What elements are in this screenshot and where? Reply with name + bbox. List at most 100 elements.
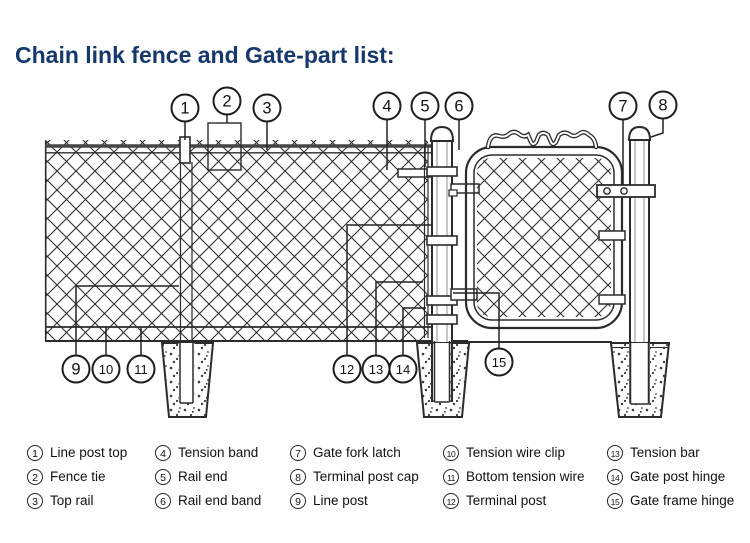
tension-band bbox=[426, 235, 458, 246]
callout-number-6: 6 bbox=[454, 98, 463, 116]
terminal-post-cap bbox=[429, 125, 455, 142]
legend-item-9: 9 Line post bbox=[290, 492, 419, 509]
legend-item-3: 3 Top rail bbox=[27, 492, 127, 509]
callout-circle-6 bbox=[444, 91, 474, 121]
legend-item-8: 8 Terminal post cap bbox=[290, 468, 419, 485]
legend-item-number-badge: 1 bbox=[27, 444, 43, 461]
legend-item-number-badge: 14 bbox=[607, 468, 623, 485]
legend-item-number-badge: 4 bbox=[155, 444, 171, 461]
callout-number-2: 2 bbox=[222, 93, 231, 111]
page-title: Chain link fence and Gate-part list: bbox=[15, 42, 395, 68]
gate bbox=[464, 129, 626, 330]
fence-section bbox=[44, 122, 468, 402]
callout-circle-4 bbox=[372, 91, 402, 121]
legend-item-number-badge: 5 bbox=[155, 468, 171, 485]
callout-number-14: 14 bbox=[396, 362, 410, 377]
gate-mesh bbox=[477, 158, 611, 317]
line-post-top bbox=[179, 136, 191, 164]
callout-circle-7 bbox=[608, 91, 638, 121]
legend-item-label: Tension bar bbox=[630, 445, 700, 460]
legend-item-label: Top rail bbox=[50, 493, 94, 508]
gate-fork-latch bbox=[596, 184, 656, 198]
legend-item-label: Line post top bbox=[50, 445, 128, 460]
callout-number-10: 10 bbox=[99, 362, 113, 377]
callout-circle-12 bbox=[332, 354, 362, 384]
leader-lines bbox=[75, 115, 664, 355]
callout-circle-3 bbox=[252, 93, 282, 123]
callout-circle-8 bbox=[648, 90, 678, 120]
callout-circle-2 bbox=[212, 86, 242, 116]
fence-tie-marker bbox=[207, 122, 242, 171]
fence-mesh bbox=[45, 140, 428, 341]
legend-item-number-badge: 3 bbox=[27, 492, 43, 509]
legend-item-11: 11 Bottom tension wire bbox=[443, 468, 585, 485]
legend-item-number-badge: 12 bbox=[443, 492, 459, 509]
legend-column-3: 7 Gate fork latch 8 Terminal post cap 9 Line … bbox=[290, 444, 419, 509]
legend-item-label: Line post bbox=[313, 493, 368, 508]
legend-item-14: 14 Gate post hinge bbox=[607, 468, 734, 485]
footing-gate-post bbox=[609, 341, 671, 418]
legend-item-number-badge: 11 bbox=[443, 468, 459, 485]
legend-item-number-badge: 7 bbox=[290, 444, 306, 461]
legend-item-4: 4 Tension band bbox=[155, 444, 261, 461]
legend-item-label: Terminal post bbox=[466, 493, 547, 508]
callout-circle-5 bbox=[410, 91, 440, 121]
callout-number-9: 9 bbox=[71, 361, 80, 379]
callout-circle-9 bbox=[61, 354, 91, 384]
callout-number-13: 13 bbox=[369, 362, 383, 377]
legend-item-6: 6 Rail end band bbox=[155, 492, 261, 509]
legend-item-number-badge: 6 bbox=[155, 492, 171, 509]
legend-item-13: 13 Tension bar bbox=[607, 444, 734, 461]
callout-number-5: 5 bbox=[420, 98, 429, 116]
legend-item-label: Tension band bbox=[178, 445, 259, 460]
tension-band bbox=[426, 314, 458, 325]
callout-number-7: 7 bbox=[618, 98, 627, 116]
gate-band bbox=[598, 230, 626, 241]
gate-post-cap bbox=[627, 125, 652, 141]
callout-number-3: 3 bbox=[262, 100, 271, 118]
callout-number-8: 8 bbox=[658, 97, 667, 115]
legend-column-4: 10 Tension wire clip 11 Bottom tension wire… bbox=[443, 444, 585, 509]
legend-item-12: 12 Terminal post bbox=[443, 492, 585, 509]
callout-circle-14 bbox=[388, 354, 418, 384]
legend-item-label: Terminal post cap bbox=[313, 469, 419, 484]
legend-item-label: Tension wire clip bbox=[466, 445, 566, 460]
callout-circle-11 bbox=[126, 354, 156, 384]
callout-circle-10 bbox=[91, 354, 121, 384]
footing-terminal-post bbox=[415, 341, 471, 418]
callout-circle-15 bbox=[484, 347, 514, 377]
legend-item-number-badge: 13 bbox=[607, 444, 623, 461]
legend-column-5: 13 Tension bar 14 Gate post hinge 15 Gate fra… bbox=[607, 444, 734, 509]
legend-item-label: Rail end bbox=[178, 469, 228, 484]
legend-item-label: Gate frame hinge bbox=[630, 493, 735, 508]
legend-item-7: 7 Gate fork latch bbox=[290, 444, 419, 461]
legend-item-number-badge: 9 bbox=[290, 492, 306, 509]
gate-frame-hinge-bracket bbox=[450, 288, 478, 301]
callout-number-15: 15 bbox=[492, 355, 506, 370]
legend-item-label: Fence tie bbox=[50, 469, 106, 484]
callout-number-11: 11 bbox=[134, 362, 148, 377]
legend-item-label: Bottom tension wire bbox=[466, 469, 585, 484]
legend-item-number-badge: 15 bbox=[607, 492, 623, 509]
gate-band bbox=[598, 294, 626, 305]
callout-number-1: 1 bbox=[180, 100, 189, 118]
legend-item-label: Gate post hinge bbox=[630, 469, 726, 484]
legend-item-number-badge: 8 bbox=[290, 468, 306, 485]
legend-item-number-badge: 10 bbox=[443, 444, 459, 461]
legend-item-label: Rail end band bbox=[178, 493, 262, 508]
legend-column-2: 4 Tension band 5 Rail end 6 Rail end band bbox=[155, 444, 261, 509]
tension-band bbox=[426, 166, 458, 177]
legend-item-5: 5 Rail end bbox=[155, 468, 261, 485]
legend-item-15: 15 Gate frame hinge bbox=[607, 492, 734, 509]
legend-item-1: 1 Line post top bbox=[27, 444, 127, 461]
callout-number-12: 12 bbox=[340, 362, 354, 377]
footing-line-post bbox=[160, 341, 215, 418]
callout-circle-1 bbox=[170, 93, 200, 123]
legend-item-10: 10 Tension wire clip bbox=[443, 444, 585, 461]
legend-item-label: Gate fork latch bbox=[313, 445, 401, 460]
